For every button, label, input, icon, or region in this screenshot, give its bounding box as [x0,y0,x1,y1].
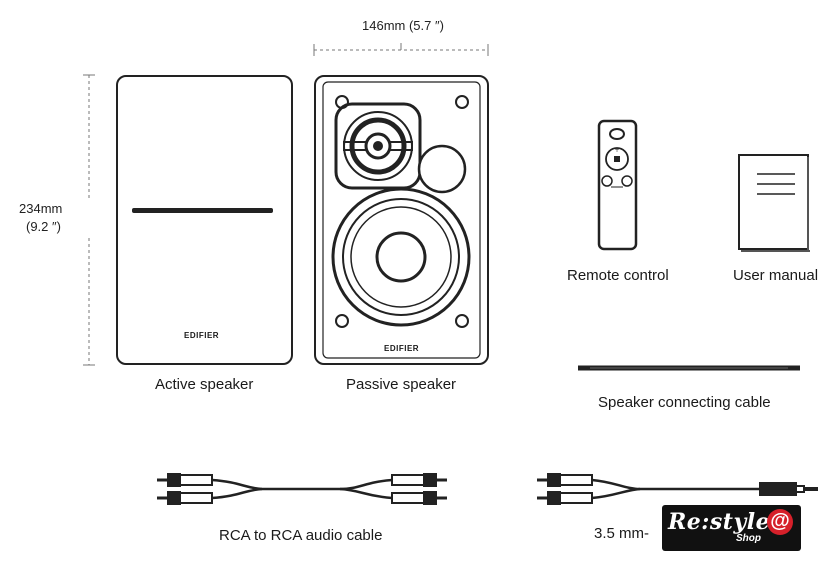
passive-speaker-brand: EDIFIER [384,344,420,353]
watermark-brand: Re:style [668,509,771,535]
at-sign-icon: @ [767,509,793,535]
active-speaker-brand: EDIFIER [184,331,220,340]
svg-text:−: − [614,167,619,174]
user-manual-drawing [738,154,810,252]
remote-control-drawing: + − [597,119,638,251]
active-speaker-drawing [116,75,293,365]
user-manual-label: User manual [733,267,819,284]
height-dimension-label-mm: 234mm [19,201,63,216]
svg-text:+: + [614,147,619,154]
active-speaker-label: Active speaker [155,376,254,393]
aux-cable-drawing [537,473,818,505]
watermark-sub: Shop [736,533,761,544]
passive-speaker-label: Passive speaker [346,376,457,393]
rca-cable-drawing [157,473,447,505]
aux-cable-label: 3.5 mm- [594,525,650,542]
passive-speaker-drawing [314,75,489,365]
speaker-cable-label: Speaker connecting cable [598,394,771,411]
restyle-shop-watermark: Re:style Shop @ [662,505,801,551]
height-dimension-label-in: (9.2 ″) [26,219,61,234]
remote-control-label: Remote control [567,267,669,284]
rca-cable-label: RCA to RCA audio cable [219,527,383,544]
width-dimension-label: 146mm (5.7 ″) [362,18,444,33]
